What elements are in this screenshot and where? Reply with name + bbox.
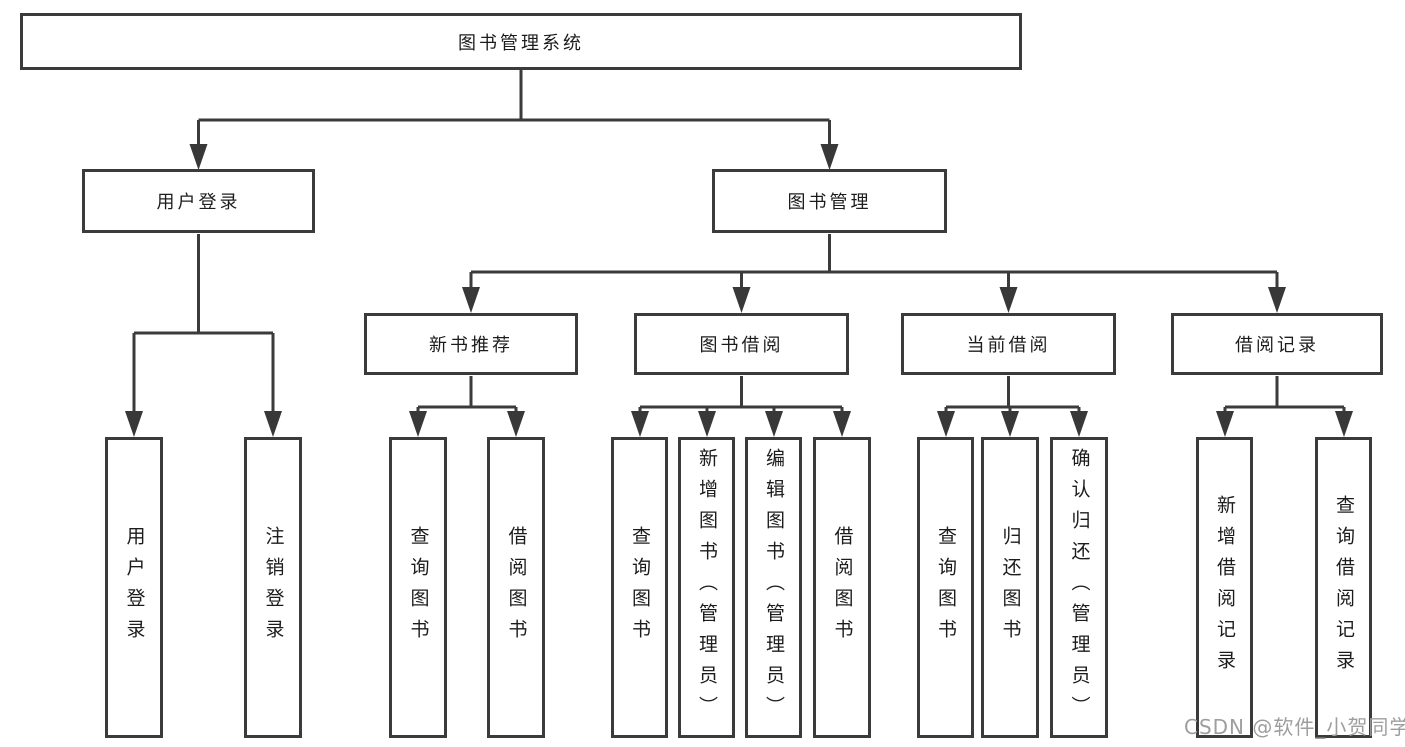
arrowhead [409, 411, 427, 437]
connector-book-borrow-children [631, 376, 851, 437]
leaf-add-borrow-record: 新增借阅记录 [1196, 437, 1253, 738]
node-new-book-recommendation: 新书推荐 [364, 313, 578, 375]
leaf-query-books-current: 查询图书 [917, 437, 974, 738]
arrowhead [1216, 411, 1234, 437]
leaf-return-books: 归还图书 [981, 437, 1039, 738]
arrowhead [125, 411, 143, 437]
arrowhead [189, 144, 208, 170]
arrowhead [631, 411, 649, 437]
leaf-confirm-return-admin: 确认归还（管理员） [1050, 437, 1108, 738]
node-book-borrowing: 图书借阅 [634, 313, 849, 375]
leaf-add-book-admin: 新增图书（管理员） [678, 437, 735, 738]
leaf-user-login: 用户登录 [105, 437, 163, 738]
node-current-borrowing: 当前借阅 [901, 313, 1116, 375]
connector-current-borrow-children [937, 376, 1088, 437]
connector-user-login-children [125, 234, 282, 437]
arrowhead [765, 411, 783, 437]
arrowhead [1268, 287, 1286, 313]
arrowhead [732, 287, 751, 313]
leaf-query-borrow-record: 查询借阅记录 [1315, 437, 1372, 738]
arrowhead [999, 287, 1018, 313]
node-borrowing-records: 借阅记录 [1171, 313, 1383, 375]
node-library-management-system: 图书管理系统 [20, 13, 1022, 70]
leaf-query-books-borrow: 查询图书 [611, 437, 668, 738]
connector-root-to-level2 [189, 70, 839, 170]
arrowhead [833, 411, 851, 437]
leaf-logout: 注销登录 [244, 437, 302, 738]
leaf-query-books-recommend: 查询图书 [389, 437, 447, 738]
leaf-borrow-books-borrow: 借阅图书 [813, 437, 871, 738]
connector-book-management-children [462, 234, 1286, 313]
arrowhead [937, 411, 955, 437]
csdn-watermark: CSDN @软件_小贺同学 [1184, 715, 1405, 739]
arrowhead [1335, 411, 1353, 437]
arrowhead [462, 287, 480, 313]
connector-new-book-recommend-children [409, 376, 525, 437]
arrowhead [264, 411, 282, 437]
arrowhead [1070, 411, 1088, 437]
node-book-management: 图书管理 [712, 169, 947, 233]
arrowhead [507, 411, 525, 437]
arrowhead [1001, 411, 1019, 437]
arrowhead [820, 144, 839, 170]
leaf-borrow-books-recommend: 借阅图书 [487, 437, 545, 738]
arrowhead [698, 411, 716, 437]
leaf-edit-book-admin: 编辑图书（管理员） [745, 437, 802, 738]
node-user-login: 用户登录 [82, 169, 315, 233]
connector-borrow-records-children [1216, 376, 1353, 437]
